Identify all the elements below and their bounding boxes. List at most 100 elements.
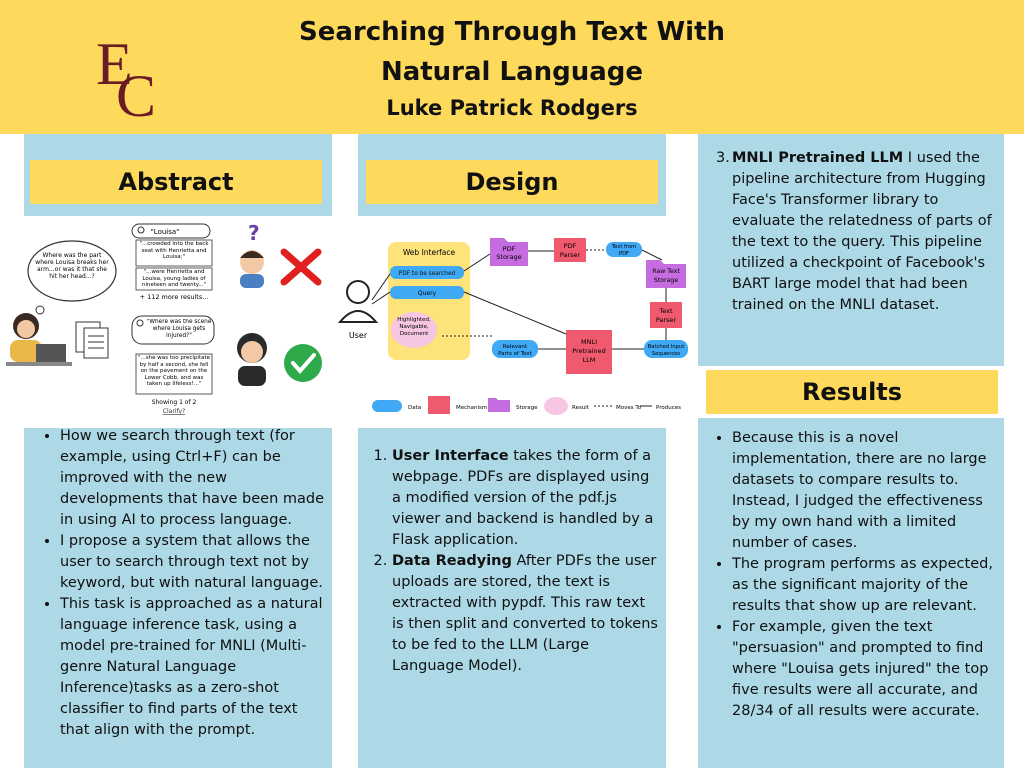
legend-storage-label: Storage xyxy=(516,405,538,411)
check-mark xyxy=(291,353,316,375)
pdf-parser-label-line1: PDF xyxy=(564,242,577,250)
abstract-bullet: I propose a system that allows the user … xyxy=(60,531,328,594)
user-icon-body xyxy=(337,310,379,323)
search-box-2 xyxy=(131,315,215,345)
batched-input-label-line1: Batched Input xyxy=(648,344,684,350)
pdf-storage-label-line2: Storage xyxy=(496,253,521,261)
search-query-2: "Where was the scene where Louisa gets i… xyxy=(146,319,212,339)
batched-input-pill xyxy=(644,340,688,358)
abstract-bullet: How we search through text (for example,… xyxy=(60,426,328,531)
diagram-legend: Data Mechanism Storage Result Moves To P… xyxy=(372,396,681,415)
relevant-parts-label-line1: Relevant xyxy=(503,344,528,350)
results-panel xyxy=(698,418,1004,768)
design-text: User Interface takes the form of a webpa… xyxy=(370,446,660,677)
result-text-1a: "...crowded into the back seat with Henr… xyxy=(139,241,209,260)
header-banner xyxy=(0,0,1024,134)
person-body xyxy=(10,340,42,362)
abstract-bottom-panel xyxy=(24,420,332,768)
text-parser-label-line2: Parser xyxy=(656,316,677,324)
legend-produces-label: Produces xyxy=(656,405,681,411)
page-title: Searching Through Text With Natural Lang… xyxy=(298,17,726,87)
result-text-1b: "...were Henrietta and Louisa, young lad… xyxy=(141,269,207,288)
design-heading: Design xyxy=(366,160,658,204)
relevant-parts-pill xyxy=(492,340,538,358)
search-icon xyxy=(136,319,144,327)
design-item-text: After PDFs the user uploads are stored, … xyxy=(392,553,658,674)
result-box-1b xyxy=(135,267,213,291)
mnli-item-text: I used the pipeline architecture from Hu… xyxy=(732,150,992,313)
pdf-parser-label-line2: Parser xyxy=(560,251,581,259)
logo-letter-c: C xyxy=(116,63,156,120)
thought-dot xyxy=(35,305,45,315)
design-item: Data Readying After PDFs the user upload… xyxy=(392,551,660,677)
pdf-storage-folder xyxy=(490,238,528,266)
search-icon xyxy=(137,226,145,234)
confused-person-body xyxy=(240,274,264,288)
laptop-icon xyxy=(36,344,66,362)
legend-data-swatch xyxy=(372,400,402,412)
showing-count: Showing 1 of 2 xyxy=(152,399,197,406)
document-icon xyxy=(75,321,109,359)
query-pill xyxy=(390,286,464,299)
abstract-heading: Abstract xyxy=(30,160,322,204)
mnli-llm-label-line2: Pretrained xyxy=(572,347,606,355)
result-box-2 xyxy=(135,353,213,395)
question-mark-icon: ? xyxy=(248,221,260,245)
more-results: + 112 more results... xyxy=(140,293,209,301)
author-name: Luke Patrick Rodgers xyxy=(386,96,638,120)
legend-data-label: Data xyxy=(408,405,421,411)
web-interface-label: Web Interface xyxy=(403,248,456,257)
result-text-2: "...she was too precipitate by half a se… xyxy=(137,355,211,387)
ec-logo: E C xyxy=(92,28,168,129)
mnli-text: 3. MNLI Pretrained LLM I used the pipeli… xyxy=(716,148,994,316)
highlighted-document-label: Highlighted, Navigable, Document xyxy=(397,317,431,337)
batched-input-label-line2: Sequences xyxy=(652,351,681,357)
design-list: User Interface takes the form of a webpa… xyxy=(370,446,660,677)
mnli-item-title: MNLI Pretrained LLM xyxy=(732,150,904,166)
thought-text: Where was the part where Louisa breaks h… xyxy=(35,252,109,280)
thought-bubble xyxy=(27,240,117,302)
legend-result-swatch xyxy=(544,397,568,415)
mnli-llm-label-line3: LLM xyxy=(583,356,596,364)
desk xyxy=(6,362,72,366)
results-text: Because this is a novel implementation, … xyxy=(710,428,996,722)
highlighted-document-node xyxy=(391,312,437,348)
raw-text-storage-label-line1: Raw Text xyxy=(652,268,680,275)
text-parser-box xyxy=(650,302,682,328)
search-query-1: "Louisa" xyxy=(151,228,180,236)
mnli-item: 3. MNLI Pretrained LLM I used the pipeli… xyxy=(716,148,994,316)
mnli-item-body: MNLI Pretrained LLM I used the pipeline … xyxy=(732,148,994,316)
results-bullets: Because this is a novel implementation, … xyxy=(710,428,996,722)
text-from-pdf-label-line2: PDF xyxy=(619,251,629,257)
text-from-pdf-pill xyxy=(606,242,642,257)
pdf-to-search-label: PDF to be searched xyxy=(399,271,456,277)
check-icon xyxy=(284,344,322,382)
results-heading: Results xyxy=(706,370,998,414)
design-item-title: User Interface xyxy=(392,448,509,464)
cross-icon xyxy=(280,248,322,286)
mnli-llm-box xyxy=(566,330,612,374)
abstract-text: How we search through text (for example,… xyxy=(38,426,328,741)
pdf-parser-box xyxy=(554,238,586,262)
relevant-parts-label-line2: Parts of Text xyxy=(498,351,532,357)
pdf-to-search-pill xyxy=(390,266,464,279)
design-item-title: Data Readying xyxy=(392,553,512,569)
legend-mechanism-label: Mechanism xyxy=(456,405,487,411)
result-box-1a xyxy=(135,239,213,267)
right-top-panel xyxy=(698,134,1004,366)
happy-person-face xyxy=(241,341,263,363)
user-icon xyxy=(346,280,370,304)
design-diagram: User Web Interface PDF to be searched Qu… xyxy=(337,238,688,415)
diagram-arrows xyxy=(371,249,667,350)
illustration-strip: Where was the part where Louisa breaks h… xyxy=(0,216,688,428)
results-bullet: The program performs as expected, as the… xyxy=(732,554,996,617)
person-face xyxy=(17,320,35,338)
design-bottom-panel xyxy=(358,420,666,768)
user-label: User xyxy=(349,331,368,340)
query-label: Query xyxy=(418,290,437,297)
raw-text-storage-label-line2: Storage xyxy=(654,277,678,284)
confused-person-hair xyxy=(240,251,264,258)
pdf-storage-label-line1: PDF xyxy=(503,245,516,253)
abstract-bullets: How we search through text (for example,… xyxy=(38,426,328,741)
text-parser-label-line1: Text xyxy=(658,307,673,315)
